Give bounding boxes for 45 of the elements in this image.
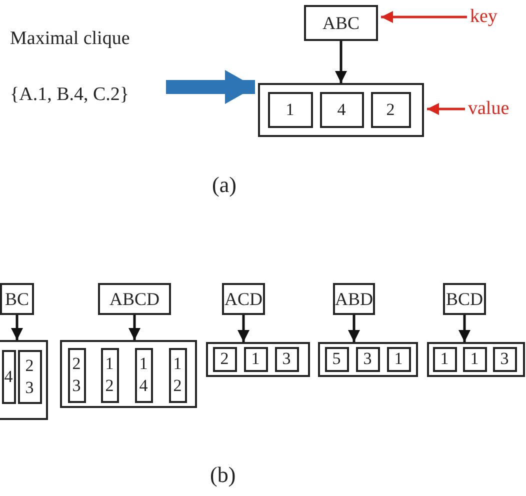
- value-cell: 3: [492, 346, 516, 372]
- value-cell: 1: [244, 346, 268, 372]
- value-cell: 4: [320, 92, 364, 128]
- arrow: [381, 11, 467, 23]
- value-cell: 2: [212, 346, 236, 372]
- value-box: [0, 340, 48, 420]
- arrow: [348, 315, 360, 342]
- value-box: [258, 83, 424, 137]
- arrow: [335, 41, 347, 83]
- clique-set: {A.1, B.4, C.2}: [10, 84, 130, 106]
- clique-heading: Maximal clique: [10, 28, 130, 50]
- key-box: BC: [0, 283, 34, 315]
- arrow: [11, 315, 23, 340]
- arrow: [458, 315, 470, 342]
- value-cell: 1 2: [168, 348, 186, 402]
- value-cell: 1: [268, 92, 312, 128]
- arrow: [128, 315, 140, 340]
- arrow: [238, 315, 250, 342]
- value-cell: 2: [370, 92, 410, 128]
- panel-label: (b): [210, 462, 236, 488]
- value-box: [427, 342, 525, 377]
- value-cell: 1: [432, 346, 456, 372]
- value-cell: 2 3: [18, 350, 42, 404]
- block-arrow: [166, 70, 255, 104]
- key-box: ABC: [304, 5, 378, 41]
- value-cell: 3: [356, 346, 380, 372]
- arrow: [427, 103, 465, 115]
- value-cell: 1 2: [100, 348, 118, 402]
- value-cell: 2 3: [68, 348, 86, 402]
- value-cell: 3: [274, 346, 298, 372]
- value-cell: 1: [386, 346, 410, 372]
- key-box: ABCD: [98, 283, 171, 315]
- value-cell: 1: [462, 346, 486, 372]
- annotation-label: value: [468, 98, 510, 120]
- value-box: [60, 340, 197, 408]
- value-cell: 5: [324, 346, 348, 372]
- value-box: [206, 342, 310, 377]
- panel-label: (a): [212, 172, 236, 198]
- value-cell: 1 4: [134, 348, 152, 402]
- key-box: ACD: [222, 283, 265, 315]
- key-box: BCD: [443, 283, 486, 315]
- key-box: ABD: [333, 283, 375, 315]
- value-cell: 4: [2, 350, 16, 404]
- value-box: [318, 342, 418, 377]
- annotation-label: key: [470, 6, 498, 28]
